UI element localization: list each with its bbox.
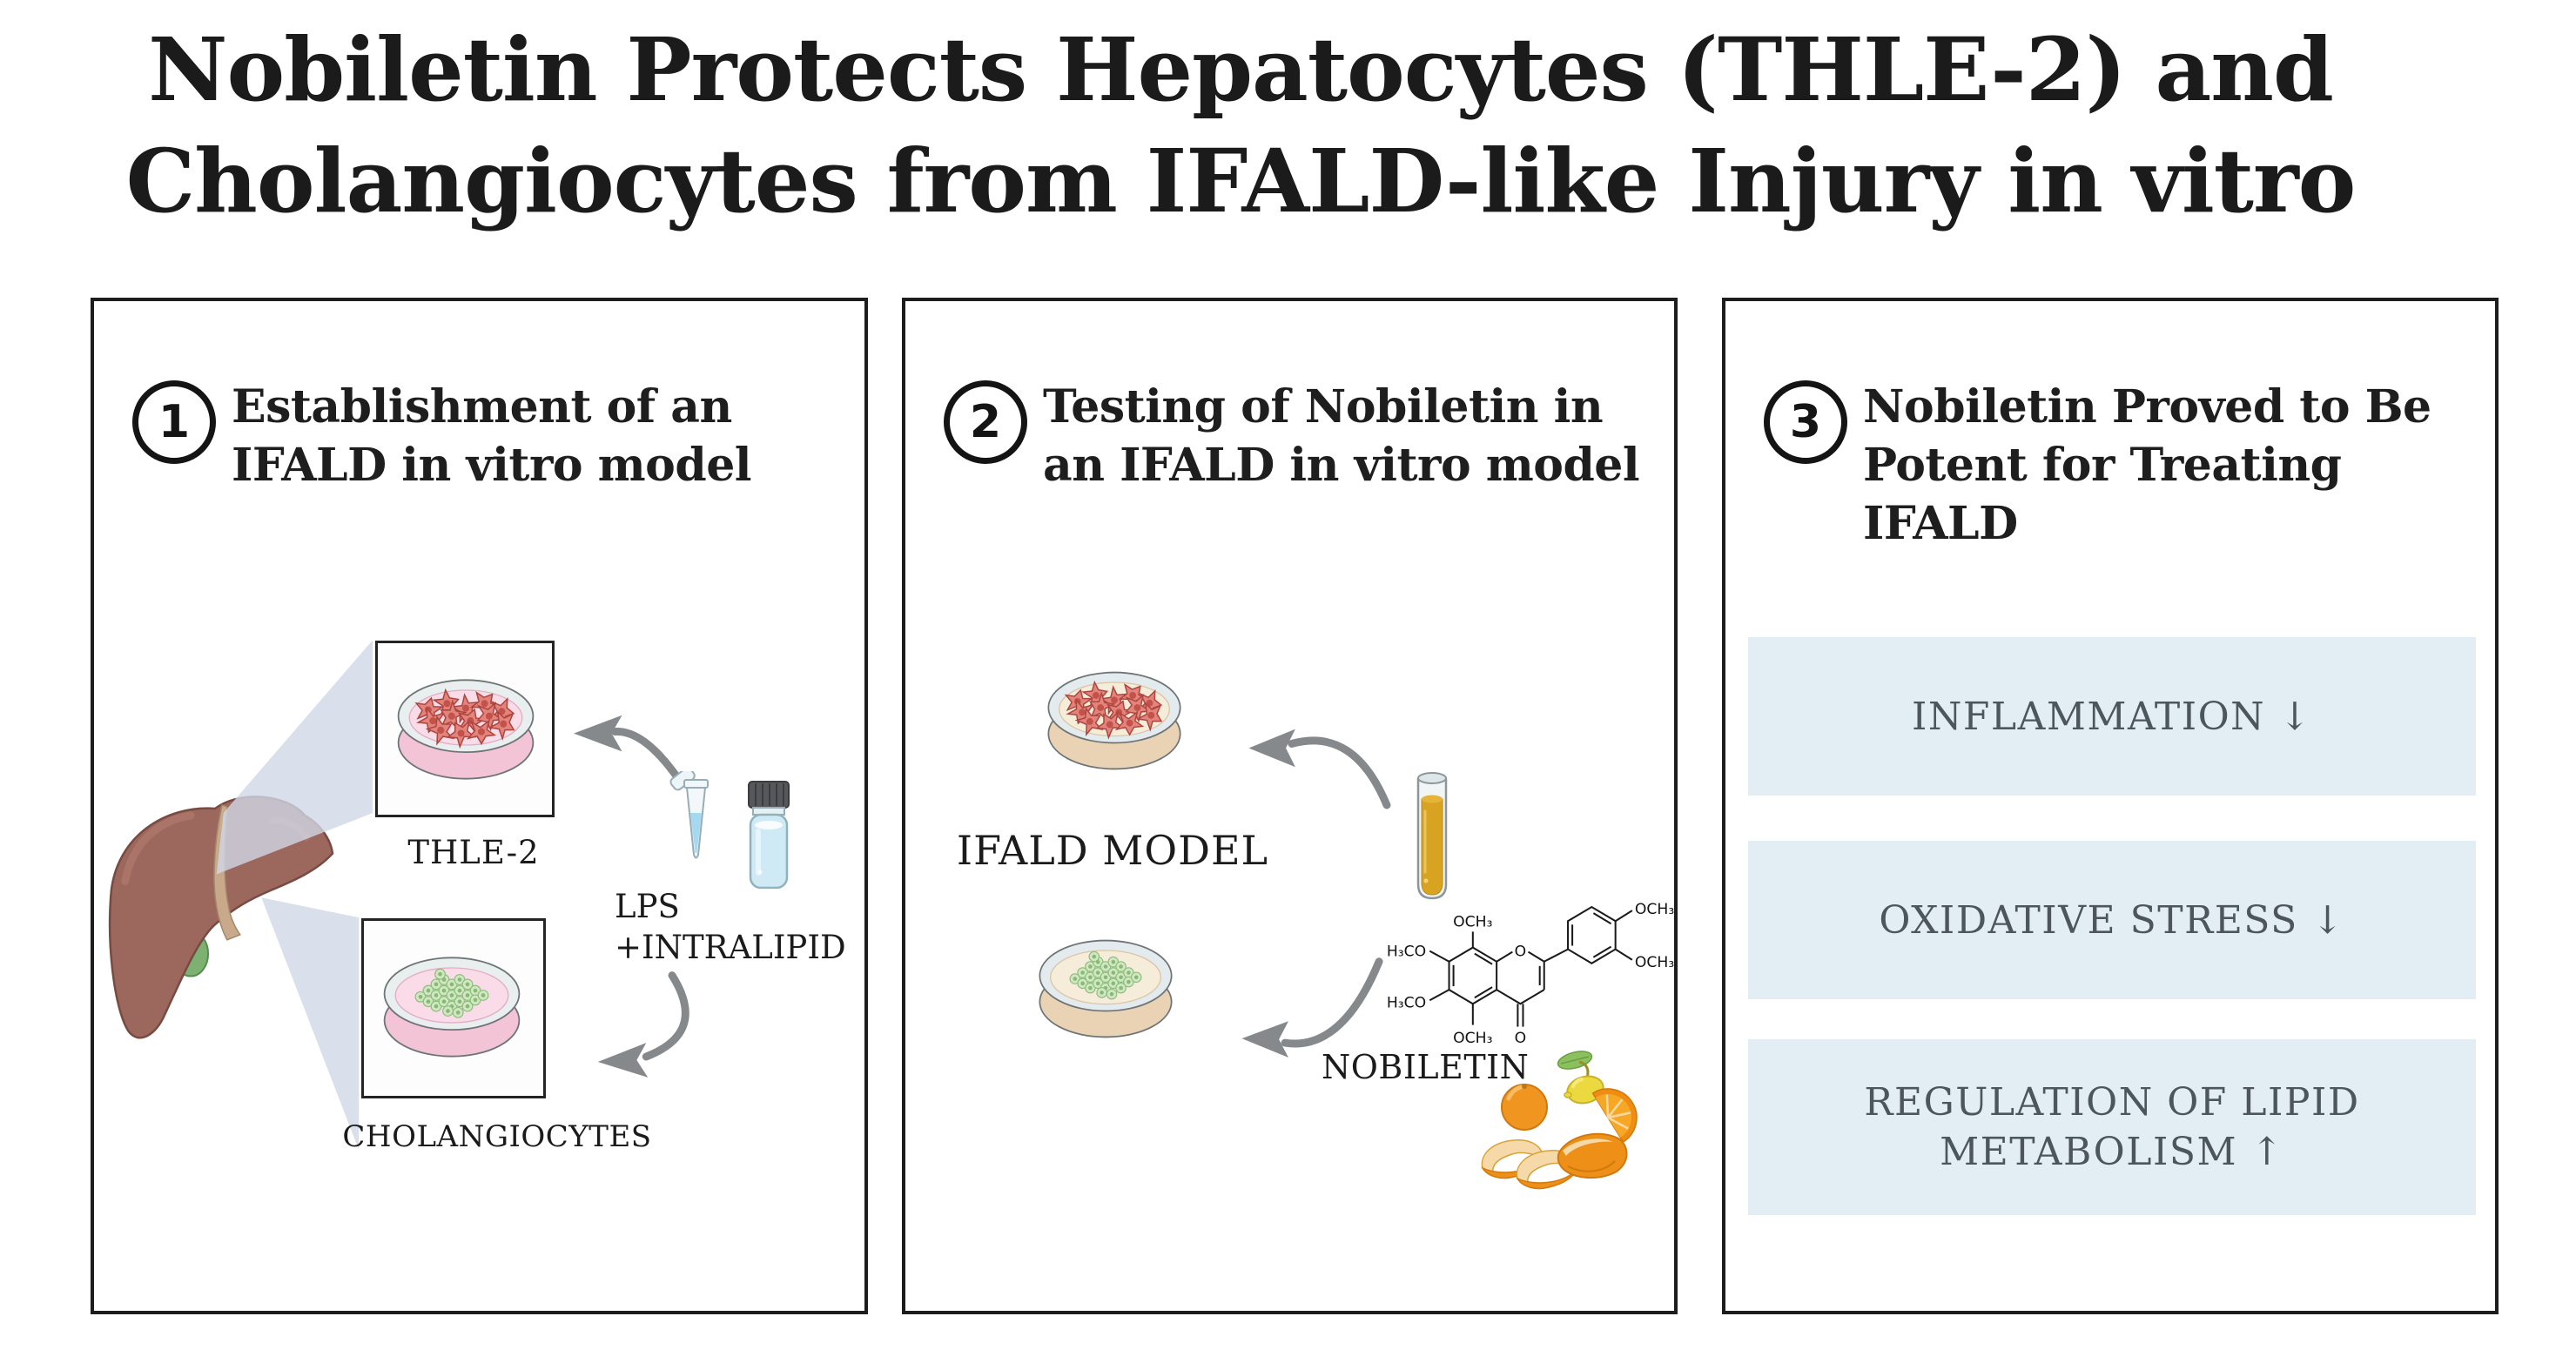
lps-label-line2: +INTRALIPID — [615, 929, 846, 966]
panel2-heading-line1: Testing of Nobiletin in — [1043, 380, 1604, 433]
chem-methoxy-top: OCH₃ — [1453, 913, 1492, 930]
figure-title-line1: Nobiletin Protects Hepatocytes (THLE-2) … — [148, 18, 2334, 121]
panel3-heading: Nobiletin Proved to Be Potent for Treati… — [1863, 378, 2495, 553]
cholangiocytes-dish-box — [361, 918, 546, 1098]
petri-dish-thle2-illustration — [397, 679, 535, 780]
thle2-dish-box — [375, 641, 555, 817]
petri-dish-cholangiocytes-illustration — [383, 957, 521, 1058]
panel-nobiletin-testing: 2 Testing of Nobiletin in an IFALD in vi… — [902, 298, 1678, 1314]
orange-slice-icon — [1591, 1088, 1638, 1144]
arrowhead-to-cholangiocytes — [597, 1043, 649, 1078]
arrowhead-to-thle2 — [574, 715, 622, 752]
step-number: 3 — [1789, 396, 1822, 448]
panel2-heading-line2: an IFALD in vitro model — [1043, 439, 1640, 492]
arrow-to-hepatocyte-dish — [1288, 736, 1391, 809]
ifald-model-label: IFALD MODEL — [956, 827, 1269, 874]
nobiletin-label: NOBILETIN — [1322, 1048, 1530, 1086]
arrow-to-cholangiocytes — [642, 971, 689, 1061]
panel3-heading-line2: Potent for Treating IFALD — [1863, 439, 2342, 550]
figure-title: Nobiletin Protects Hepatocytes (THLE-2) … — [0, 14, 2481, 237]
thle2-label: THLE-2 — [407, 834, 540, 871]
panel1-heading: Establishment of an IFALD in vitro model — [232, 378, 752, 494]
orange-peel-icon — [1481, 1132, 1628, 1190]
outcome-oxidative-stress-text: OXIDATIVE STRESS ↓ — [1879, 897, 2345, 943]
orange-icon — [1501, 1084, 1548, 1131]
outcome-lipid-metabolism-text2: METABOLISM ↑ — [1940, 1130, 2284, 1174]
panel1-heading-line2: IFALD in vitro model — [232, 439, 752, 492]
lps-intralipid-label: LPS +INTRALIPID — [615, 886, 846, 968]
outcome-lipid-metabolism-text: REGULATION OF LIPID — [1864, 1080, 2360, 1125]
chem-methoxy-phenyl-top: OCH₃ — [1635, 902, 1674, 918]
lps-label-line1: LPS — [615, 888, 680, 925]
citrus-fruits-illustration — [1481, 1051, 1638, 1190]
zoom-beam-bottom — [261, 897, 360, 1151]
step-number-badge: 3 — [1764, 380, 1847, 464]
panel2-heading: Testing of Nobiletin in an IFALD in vitr… — [1043, 378, 1640, 494]
panel-ifald-model-establishment: 1 Establishment of an IFALD in vitro mod… — [91, 298, 868, 1314]
panel-nobiletin-outcomes: 3 Nobiletin Proved to Be Potent for Trea… — [1722, 298, 2499, 1314]
step-number-badge: 1 — [132, 380, 216, 464]
vial-icon — [748, 781, 790, 889]
chem-methoxy-bottom: OCH₃ — [1453, 1030, 1492, 1047]
petri-dish-ifald-cholangiocytes-illustration — [1039, 939, 1173, 1038]
lps-intralipid-tubes-illustration — [669, 771, 790, 889]
chem-methoxy-phenyl-right: OCH₃ — [1635, 954, 1674, 971]
outcome-oxidative-stress: OXIDATIVE STRESS ↓ — [1748, 841, 2476, 999]
outcome-inflammation-text: INFLAMMATION ↓ — [1911, 694, 2313, 739]
zoom-beam-top — [216, 640, 373, 875]
panel1-connectors — [216, 640, 689, 1151]
liver-highlight — [121, 811, 195, 885]
step-number: 1 — [158, 396, 191, 448]
arrow-to-cholangiocyte-dish — [1281, 957, 1383, 1048]
chem-methoxy-left-lower: H₃CO — [1387, 994, 1426, 1011]
cholangiocytes-label: CHOLANGIOCYTES — [342, 1119, 652, 1154]
chem-carbonyl-oxygen: O — [1515, 1030, 1527, 1047]
arrowhead-to-hepatocyte-dish — [1248, 729, 1295, 768]
chem-methoxy-left-upper: H₃CO — [1387, 944, 1426, 961]
panel1-heading-line1: Establishment of an — [232, 380, 732, 433]
step-number: 2 — [969, 396, 1002, 448]
panel3-heading-line1: Nobiletin Proved to Be — [1863, 380, 2431, 433]
arrowhead-to-cholangiocyte-dish — [1241, 1021, 1289, 1058]
panel2-connectors — [1241, 729, 1391, 1058]
test-tube-icon — [1416, 772, 1448, 900]
figure-title-line2: Cholangiocytes from IFALD-like Injury in… — [125, 130, 2357, 232]
nobiletin-chemical-structure: OCH₃ H₃CO H₃CO OCH₃ O O OCH₃ OCH₃ — [1387, 902, 1674, 1047]
arrow-to-thle2 — [611, 728, 680, 779]
step-number-badge: 2 — [944, 380, 1027, 464]
microtube-icon — [669, 771, 709, 859]
outcome-lipid-metabolism: REGULATION OF LIPID METABOLISM ↑ — [1748, 1039, 2476, 1215]
outcome-inflammation: INFLAMMATION ↓ — [1748, 637, 2476, 796]
petri-dish-ifald-hepatocytes-illustration — [1047, 671, 1181, 770]
chem-ring-oxygen: O — [1515, 944, 1527, 961]
